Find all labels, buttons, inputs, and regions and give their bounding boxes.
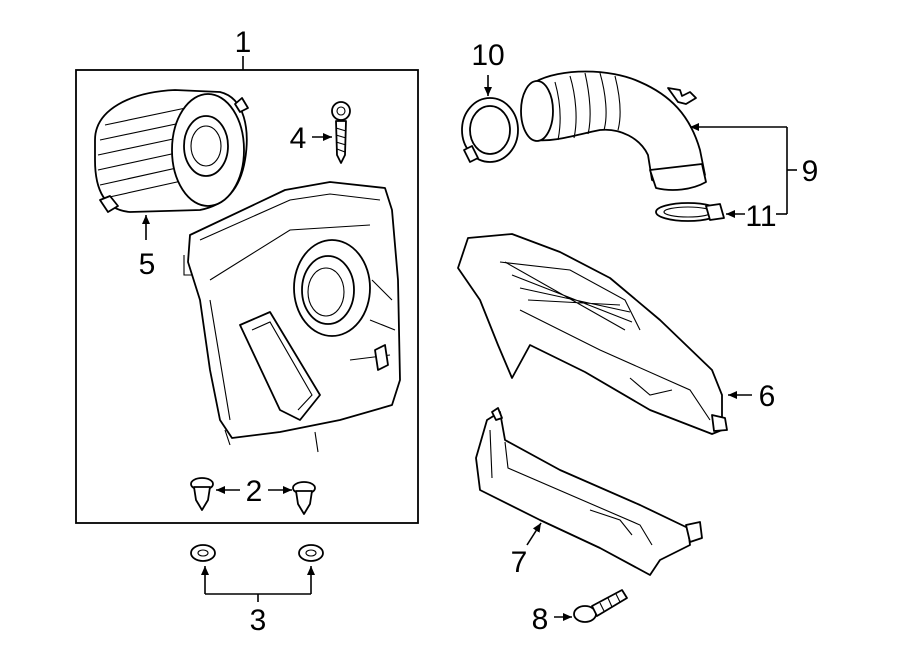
lower-grommet-left [190,544,216,562]
intake-hose [520,70,707,191]
callout-1: 1 [235,26,252,59]
callout-6: 6 [759,380,776,413]
air-cleaner-housing [183,181,401,453]
mounting-bracket [475,407,703,576]
callout-11: 11 [745,200,776,233]
grommet-right [292,481,316,515]
hose-clamp-upper [461,97,519,163]
lower-grommet-right [298,544,324,562]
assembly-box [75,69,419,524]
callout-7: 7 [511,546,528,579]
air-intake-duct [457,233,728,435]
callout-3: 3 [250,604,267,637]
callout-5: 5 [139,248,156,281]
callout-2: 2 [246,475,263,508]
callout-4: 4 [290,122,307,155]
screw [331,101,351,164]
grommet-left [190,477,214,511]
callout-10: 10 [471,39,504,72]
air-filter-element [94,89,249,213]
callout-8: 8 [532,603,549,636]
callout-9: 9 [802,155,819,188]
bolt [573,589,628,623]
hose-clamp-lower [655,202,725,222]
